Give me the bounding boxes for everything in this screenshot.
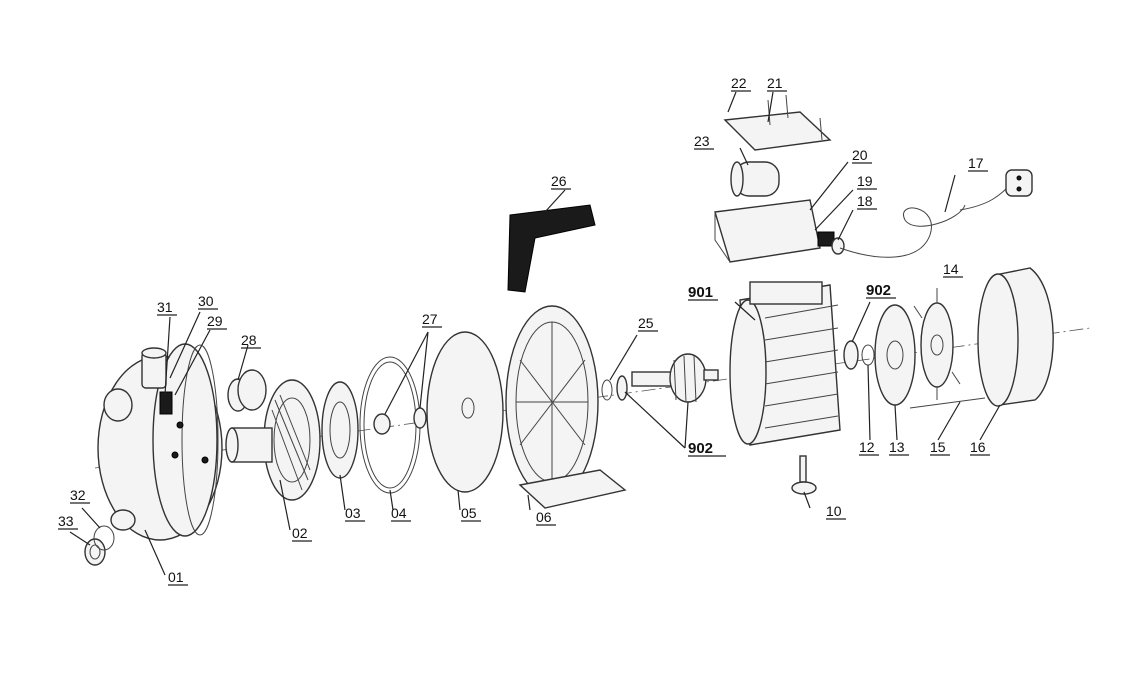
- label-901: 901: [688, 284, 713, 301]
- leader-lines: [69, 91, 1001, 576]
- label-02: 02: [292, 525, 308, 541]
- part-labels: 01 02 03 04 05 06 10 12 13 14 15 16 17 1…: [58, 75, 990, 586]
- impeller: [321, 381, 359, 479]
- label-902-upper: 902: [866, 282, 891, 299]
- label-902-lower: 902: [688, 440, 713, 457]
- terminal-box: [714, 199, 821, 263]
- label-33: 33: [58, 513, 74, 529]
- label-15: 15: [930, 439, 946, 455]
- label-30: 30: [198, 293, 214, 309]
- label-21: 21: [767, 75, 783, 91]
- label-19: 19: [857, 173, 873, 189]
- label-01: 01: [168, 569, 184, 585]
- label-25: 25: [638, 315, 654, 331]
- label-04: 04: [391, 505, 407, 521]
- label-26: 26: [551, 173, 567, 189]
- drain-plug: [84, 538, 106, 566]
- capacitor: [730, 161, 780, 197]
- label-32: 32: [70, 487, 86, 503]
- terminal-cover: [723, 94, 832, 151]
- connector-28: [227, 369, 267, 412]
- pump-housing: [97, 343, 223, 541]
- fan-cover: [977, 267, 1054, 407]
- label-10: 10: [826, 503, 842, 519]
- label-16: 16: [970, 439, 986, 455]
- label-18: 18: [857, 193, 873, 209]
- shaft-rotor: [616, 353, 719, 403]
- bearing-902-right: [843, 340, 859, 370]
- label-13: 13: [889, 439, 905, 455]
- label-06: 06: [536, 509, 552, 525]
- plug-seal: [93, 525, 115, 551]
- label-20: 20: [852, 147, 868, 163]
- label-14: 14: [943, 261, 959, 277]
- handle: [507, 204, 596, 293]
- foot-10: [791, 455, 817, 495]
- washer-25: [601, 379, 613, 401]
- bracket: [505, 305, 627, 509]
- label-12: 12: [859, 439, 875, 455]
- label-28: 28: [241, 332, 257, 348]
- rear-cover: [874, 304, 916, 406]
- label-27: 27: [422, 311, 438, 327]
- cable-gland: [817, 231, 845, 255]
- label-22: 22: [731, 75, 747, 91]
- diffuser: [225, 379, 321, 501]
- washer-12: [861, 344, 875, 366]
- label-17: 17: [968, 155, 984, 171]
- label-31: 31: [157, 299, 173, 315]
- tie-rod: [909, 397, 986, 409]
- motor-stator: [729, 281, 841, 446]
- label-03: 03: [345, 505, 361, 521]
- cooling-fan: [913, 288, 961, 400]
- flange-plate: [426, 331, 504, 493]
- label-29: 29: [207, 313, 223, 329]
- mechanical-seal: [373, 407, 427, 435]
- label-23: 23: [694, 133, 710, 149]
- power-cable: [839, 169, 1033, 258]
- label-05: 05: [461, 505, 477, 521]
